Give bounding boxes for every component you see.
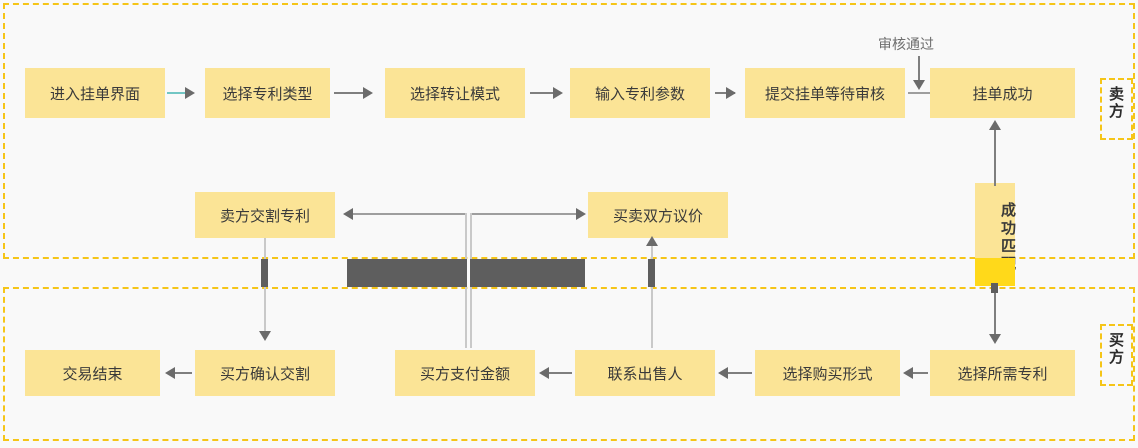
node-buyer-confirms-delivery[interactable]: 买方确认交割 <box>195 350 335 396</box>
arrow-left-icon <box>165 367 175 379</box>
arrow-left-icon <box>539 367 549 379</box>
node-buyer-pays-amount[interactable]: 买方支付金额 <box>395 350 535 396</box>
arrow-left-icon <box>903 367 913 379</box>
gap-segment-fork-left <box>347 259 467 287</box>
arrow-right-icon <box>363 87 373 99</box>
gap-segment-delivery-down <box>261 259 268 287</box>
swimlane-seller <box>3 3 1135 259</box>
connector-b3-b4 <box>544 372 572 374</box>
connector-b2-b3 <box>722 372 752 374</box>
node-select-needed-patent[interactable]: 选择所需专利 <box>930 350 1075 396</box>
node-select-patent-type[interactable]: 选择专利类型 <box>205 68 330 118</box>
node-transaction-end[interactable]: 交易结束 <box>25 350 160 396</box>
connector-s4-s5 <box>715 92 735 94</box>
arrow-down-icon <box>913 80 925 90</box>
gap-segment-contact-up <box>648 259 655 287</box>
connector-s2-s3 <box>334 92 366 94</box>
connector-delivery-to-confirm <box>264 238 266 338</box>
connector-delivery-outbound <box>350 213 467 215</box>
connector-review-approved <box>918 56 920 86</box>
connector-match-to-select-patent <box>994 283 996 339</box>
swimlane-buyer <box>3 287 1135 441</box>
connector-contact-to-negotiate <box>651 244 653 348</box>
node-enter-listing-page[interactable]: 进入挂单界面 <box>25 68 165 118</box>
arrow-left-icon <box>343 208 353 220</box>
arrow-left-icon <box>718 367 728 379</box>
node-listing-success[interactable]: 挂单成功 <box>930 68 1075 118</box>
arrow-down-icon <box>989 334 1001 344</box>
arrow-right-icon <box>553 87 563 99</box>
arrow-down-icon <box>259 331 271 341</box>
arrow-right-icon <box>185 87 195 99</box>
node-contact-seller[interactable]: 联系出售人 <box>575 350 715 396</box>
node-both-parties-negotiate[interactable]: 买卖双方议价 <box>588 192 728 238</box>
connector-s1-s2 <box>167 92 193 94</box>
lane-tag-seller: 卖方 <box>1100 78 1133 140</box>
node-submit-listing-await-review[interactable]: 提交挂单等待审核 <box>745 68 905 118</box>
node-select-transfer-mode[interactable]: 选择转让模式 <box>385 68 525 118</box>
arrow-up-icon <box>646 236 658 246</box>
gap-segment-match-down <box>991 283 998 293</box>
node-select-purchase-form[interactable]: 选择购买形式 <box>755 350 900 396</box>
arrow-right-icon <box>726 87 736 99</box>
connector-b1-b2 <box>906 372 928 374</box>
connector-s3-s4 <box>530 92 558 94</box>
arrow-up-icon <box>989 120 1001 130</box>
connector-s5-s6 <box>908 92 930 94</box>
node-input-patent-params[interactable]: 输入专利参数 <box>570 68 710 118</box>
node-seller-delivers-patent[interactable]: 卖方交割专利 <box>195 192 335 238</box>
gap-segment-fork-right <box>470 259 585 287</box>
lane-tag-buyer: 买方 <box>1100 324 1133 386</box>
node-successful-match-gap-band <box>975 258 1015 286</box>
arrow-right-icon <box>576 208 586 220</box>
edge-label-review-approved: 审核通过 <box>878 36 934 52</box>
connector-match-to-listing-success <box>994 124 996 186</box>
connector-negotiate-inbound <box>470 213 580 215</box>
connector-b5-b6 <box>170 372 192 374</box>
